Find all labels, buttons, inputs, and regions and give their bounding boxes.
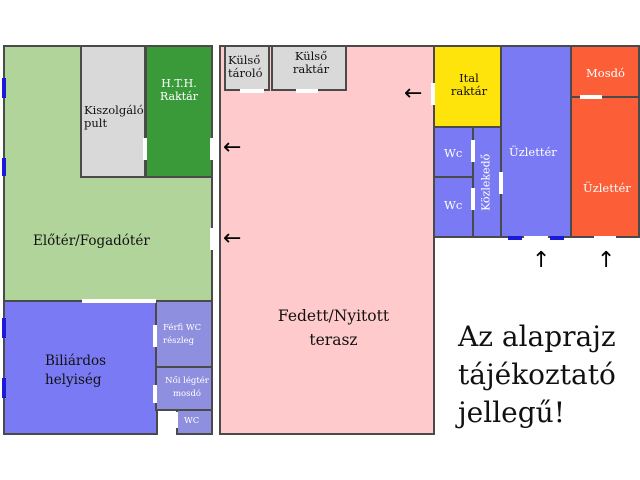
label-hth-raktar: H.T.H. Raktár [160,77,198,103]
door-wc-small [174,412,178,428]
label-ferfi-wc: Férfi WC részleg [163,323,202,346]
note-line-2: tájékoztató [458,358,616,392]
entrance-arrow-up-1: ↑ [532,248,551,273]
window-left-2 [2,158,6,176]
door-uzletter-blue-bottom [524,236,548,240]
door-wc-1 [471,140,475,162]
window-right-bottom-2 [550,236,564,240]
label-wc-2: Wc [444,198,463,212]
label-terasz: Fedett/Nyitott terasz [277,307,390,350]
kiszolgalo-pult-room [80,45,146,178]
label-wc-small: WC [184,416,200,426]
door-hth-left [143,138,147,160]
window-right-bottom-1 [508,236,522,240]
window-left-4 [2,378,6,398]
kulso-tarolo-room [224,45,270,91]
label-noi-legter: Női légtér mosdó [165,376,209,399]
ferfi-wc-room [155,300,213,368]
label-uzletter-blue: Üzlettér [509,145,557,159]
door-uzletter-orange-bottom [594,236,616,240]
label-kozlekedo: Közlekedő [479,153,493,211]
label-ital-raktar: Ital raktár [450,71,488,99]
door-ferfi-wc [153,325,157,347]
disclaimer-note: Az alaprajz tájékoztató jellegű! [458,318,633,432]
window-left-1 [2,78,6,98]
door-hth-right [210,138,214,160]
label-wc-1: Wc [444,146,463,160]
label-kiszolgalo-pult: Kiszolgáló pult [84,103,144,131]
door-uzletter-blue [499,172,503,194]
door-noi-legter [153,385,157,403]
window-left-3 [2,318,6,338]
label-biliardos: Biliárdos helyiség [45,353,107,388]
kulso-raktar-room [271,45,347,91]
door-mosdo [580,95,602,99]
door-eloter-bottom [82,299,156,303]
door-ital-raktar [431,83,435,105]
entrance-arrow-up-2: ↑ [597,248,616,273]
door-wc-2 [471,188,475,210]
uzletter-blue-room [500,45,572,238]
label-kulso-tarolo: Külső tároló [228,53,263,81]
note-line-1: Az alaprajz [458,320,616,353]
wc-small-room [176,409,213,435]
terasz-room [219,45,435,435]
note-line-3: jellegű! [458,396,565,430]
mosdo-room [570,45,640,98]
entrance-arrow-left-1: ← [223,135,242,160]
hth-raktar-room [145,45,213,178]
label-eloter: Előtér/Fogadótér [33,233,150,249]
entrance-arrow-left-2: ← [223,226,242,251]
door-kulso-tarolo [240,89,264,93]
label-kulso-raktar: Külső raktár [292,49,330,77]
entrance-arrow-left-3: ← [404,81,423,106]
door-eloter-right [210,228,214,250]
door-kulso-raktar [296,89,318,93]
label-mosdo: Mosdó [586,66,625,80]
label-uzletter-orange: Üzlettér [583,181,631,195]
uzletter-orange-room [570,96,640,238]
biliardos-room [3,300,158,435]
